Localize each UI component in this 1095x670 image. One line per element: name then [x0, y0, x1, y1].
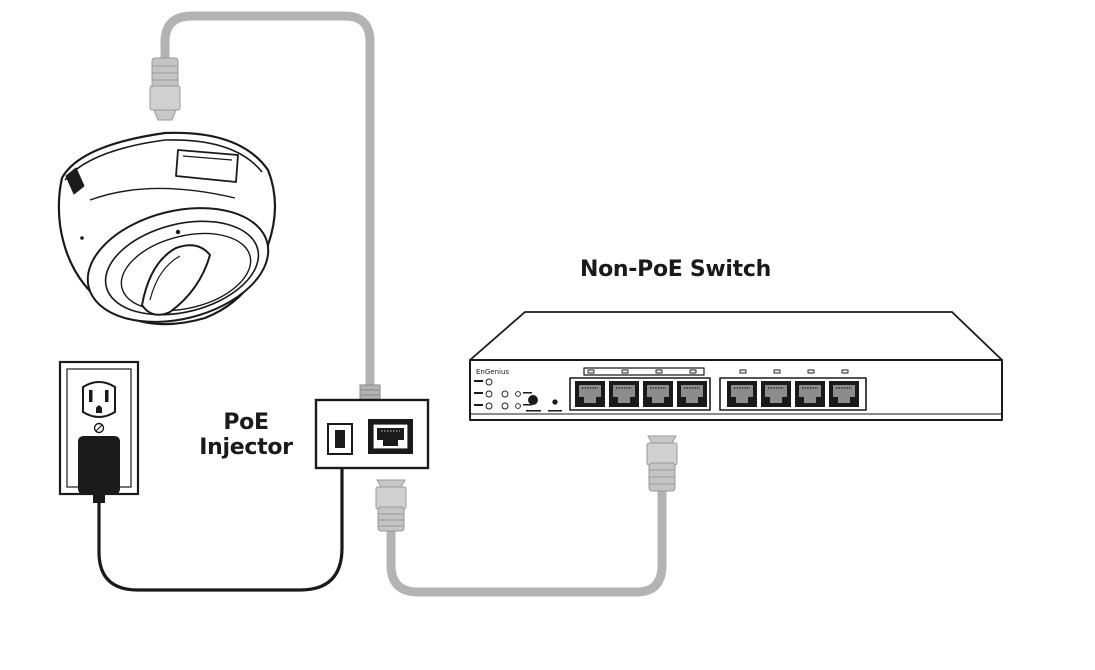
- switch-brand-text: EnGenius: [476, 368, 509, 376]
- dome-camera-icon: [59, 133, 280, 340]
- power-adapter-icon: [78, 436, 120, 503]
- injector-label-line1: PoE: [198, 410, 294, 435]
- switch-port-5: [727, 381, 757, 407]
- switch-port-2: [609, 381, 639, 407]
- rj45-connector-icon: [150, 58, 180, 120]
- rj45-connector-icon: [647, 436, 677, 491]
- switch-port-7: [795, 381, 825, 407]
- switch-label: Non-PoE Switch: [580, 257, 771, 282]
- switch-port-8: [829, 381, 859, 407]
- cable-injector-to-switch: [391, 490, 662, 592]
- switch-port-3: [643, 381, 673, 407]
- injector-label: PoE Injector: [198, 410, 294, 461]
- switch-port-1: [575, 381, 605, 407]
- poe-injector-icon: [316, 385, 428, 468]
- switch-port-4: [677, 381, 707, 407]
- injector-label-line2: Injector: [198, 435, 294, 460]
- switch-port-6: [761, 381, 791, 407]
- rj45-connector-icon: [376, 480, 406, 531]
